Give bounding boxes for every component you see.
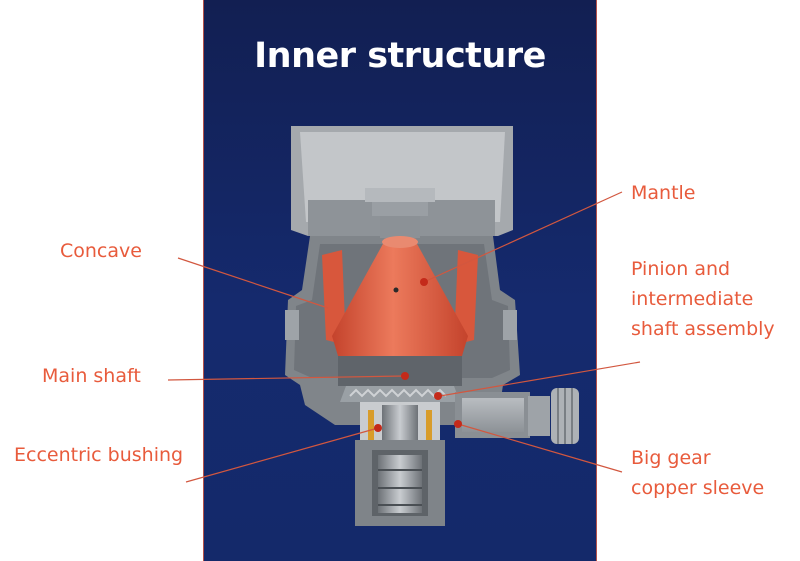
mantle-cone <box>332 236 468 356</box>
leader-eccentric <box>185 427 379 483</box>
leader-main-shaft <box>167 375 406 381</box>
marker-dot-big-gear <box>454 420 462 428</box>
mantle-bolt-dot <box>393 287 399 293</box>
feed-distributor <box>365 188 435 238</box>
marker-dots <box>374 278 462 432</box>
label-pinion-line-3: shaft assembly <box>631 318 775 340</box>
pinion-countershaft <box>455 388 579 444</box>
leader-lines <box>167 191 641 483</box>
leader-pinion <box>439 361 641 397</box>
leader-concave <box>177 257 329 309</box>
lower-housing <box>355 440 445 526</box>
concave-liner <box>322 250 478 345</box>
label-concave: Concave <box>60 240 142 262</box>
label-pinion-line-1: Pinion and <box>631 258 731 280</box>
label-pinion-line-2: intermediate <box>631 288 754 310</box>
label-eccentric-bushing: Eccentric bushing <box>14 444 184 466</box>
marker-dot-eccentric <box>374 424 382 432</box>
label-main-shaft: Main shaft <box>42 365 141 387</box>
label-big-gear-line-1: Big gear <box>631 447 711 469</box>
marker-dot-main-shaft <box>401 372 409 380</box>
label-big-gear-line-2: copper sleeve <box>631 477 765 499</box>
label-mantle: Mantle <box>631 182 696 204</box>
diagram-title: Inner structure <box>254 36 546 76</box>
leader-big-gear <box>457 423 623 473</box>
marker-dot-pinion <box>434 392 442 400</box>
marker-dot-mantle <box>420 278 428 286</box>
leader-mantle <box>423 191 623 283</box>
